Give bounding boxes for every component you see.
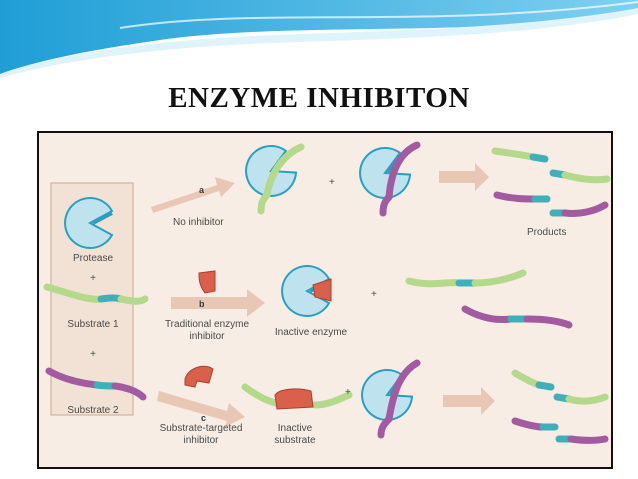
row-c-plus: + <box>345 387 351 398</box>
row-c-letter: c <box>201 413 206 423</box>
row-a-arrow-2 <box>439 163 489 191</box>
row-c-result-line2: substrate <box>274 435 316 446</box>
row-a-condition: No inhibitor <box>173 217 224 228</box>
row-c-arrow <box>157 391 245 427</box>
row-a-arrow <box>151 177 235 213</box>
row-b-arrow <box>171 289 265 317</box>
row-b-letter: b <box>199 299 205 309</box>
protease-label: Protease <box>73 253 113 264</box>
substrate-2-label: Substrate 2 <box>67 405 119 416</box>
row-a-products <box>491 147 611 217</box>
row-c-enzyme-complex <box>351 359 421 439</box>
row-b-condition-line2: inhibitor <box>189 331 225 342</box>
row-a-letter: a <box>199 185 205 195</box>
header-wave-decoration <box>0 0 638 78</box>
substrate-1-icon <box>43 283 149 305</box>
figure-frame: Protease + Substrate 1 + Substrate 2 a N… <box>37 131 613 469</box>
enzyme-inhibition-diagram: Protease + Substrate 1 + Substrate 2 a N… <box>43 137 611 446</box>
row-a-enzyme-complex-1 <box>235 137 305 215</box>
row-c-inhibitor-icon <box>184 365 214 388</box>
legend-plus-2: + <box>90 349 96 360</box>
row-a-plus: + <box>329 177 335 188</box>
row-b-inactive-enzyme <box>280 264 332 318</box>
row-c-condition-line2: inhibitor <box>183 435 219 446</box>
row-c-inactive-substrate <box>241 383 353 410</box>
row-b-intact-substrates <box>405 269 573 329</box>
row-a-enzyme-complex-2 <box>349 139 421 217</box>
row-c-result-line1: Inactive <box>278 423 313 434</box>
row-b-result: Inactive enzyme <box>275 327 348 338</box>
row-b-inhibitor-icon <box>198 270 216 294</box>
legend-plus-1: + <box>90 273 96 284</box>
row-b-condition-line1: Traditional enzyme <box>165 319 250 330</box>
row-a-result: Products <box>527 227 566 238</box>
row-c-condition-line1: Substrate-targeted <box>160 423 243 434</box>
row-c-products <box>511 369 609 444</box>
row-b-plus: + <box>371 289 377 300</box>
substrate-1-label: Substrate 1 <box>67 319 119 330</box>
row-c-arrow-2 <box>443 387 495 415</box>
substrate-2-icon <box>45 367 147 401</box>
slide-title: ENZYME INHIBITON <box>168 82 470 114</box>
